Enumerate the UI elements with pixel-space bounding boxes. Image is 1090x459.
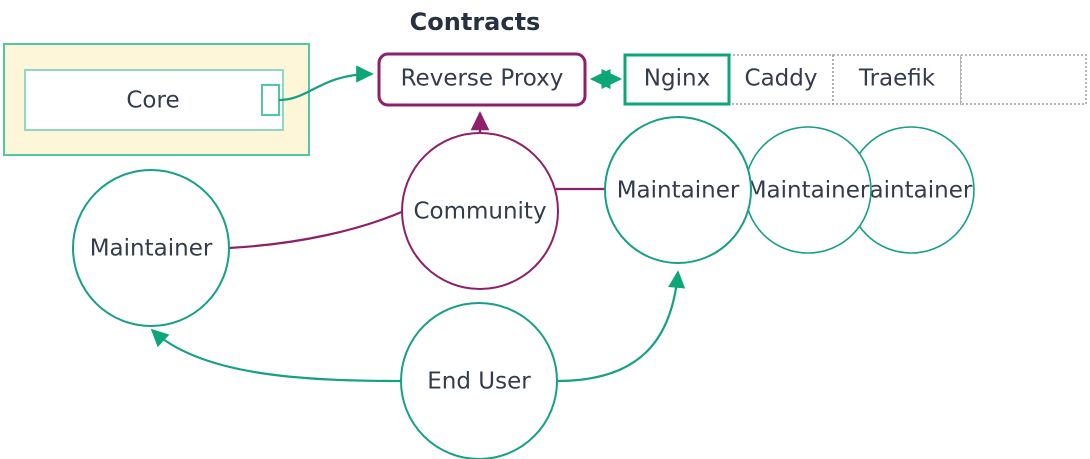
maintainer-1-label: Maintainer [617,178,740,204]
edge-end-user-to-maintainer-right [556,270,686,383]
tab-caddy-label: Caddy [745,66,818,92]
tab-strip: Nginx Caddy Traefik [623,53,1087,106]
tab-caddy[interactable] [728,54,834,105]
core-box[interactable] [24,69,284,131]
maintainer-1-circle[interactable] [604,116,752,264]
node-end-user[interactable]: End User [400,302,558,459]
end-user-circle[interactable] [400,302,558,459]
maintainer-2-label: Maintainer [747,178,870,204]
tab-traefik-label: Traefik [858,66,936,92]
edge-end-user-to-maintainer-left [150,328,402,383]
maintainer-left-circle[interactable] [72,169,230,327]
community-label: Community [413,199,546,225]
node-community[interactable]: Community [401,132,559,290]
page-title: Contracts [410,8,541,36]
core-label: Core [126,88,179,114]
core-group[interactable]: Core [3,43,310,156]
tab-nginx-label: Nginx [644,66,710,92]
node-maintainer-left[interactable]: Maintainer [72,169,230,327]
tab-nginx[interactable] [623,53,731,106]
reverse-proxy-node[interactable]: Reverse Proxy [377,52,587,107]
edge-maintainer-left-to-community [228,209,405,250]
tab-traefik[interactable] [832,54,962,105]
reverse-proxy-box[interactable] [377,52,587,107]
node-maintainer-1[interactable]: Maintainer [604,116,752,264]
node-maintainer-2[interactable]: Maintainer [744,126,872,254]
end-user-label: End User [427,369,531,395]
tab-empty[interactable] [960,54,1087,105]
reverse-proxy-label: Reverse Proxy [401,66,564,92]
edge-core-to-reverse-proxy [278,65,374,102]
maintainer-left-label: Maintainer [90,236,213,262]
community-circle[interactable] [401,132,559,290]
core-connector-port [261,84,280,116]
